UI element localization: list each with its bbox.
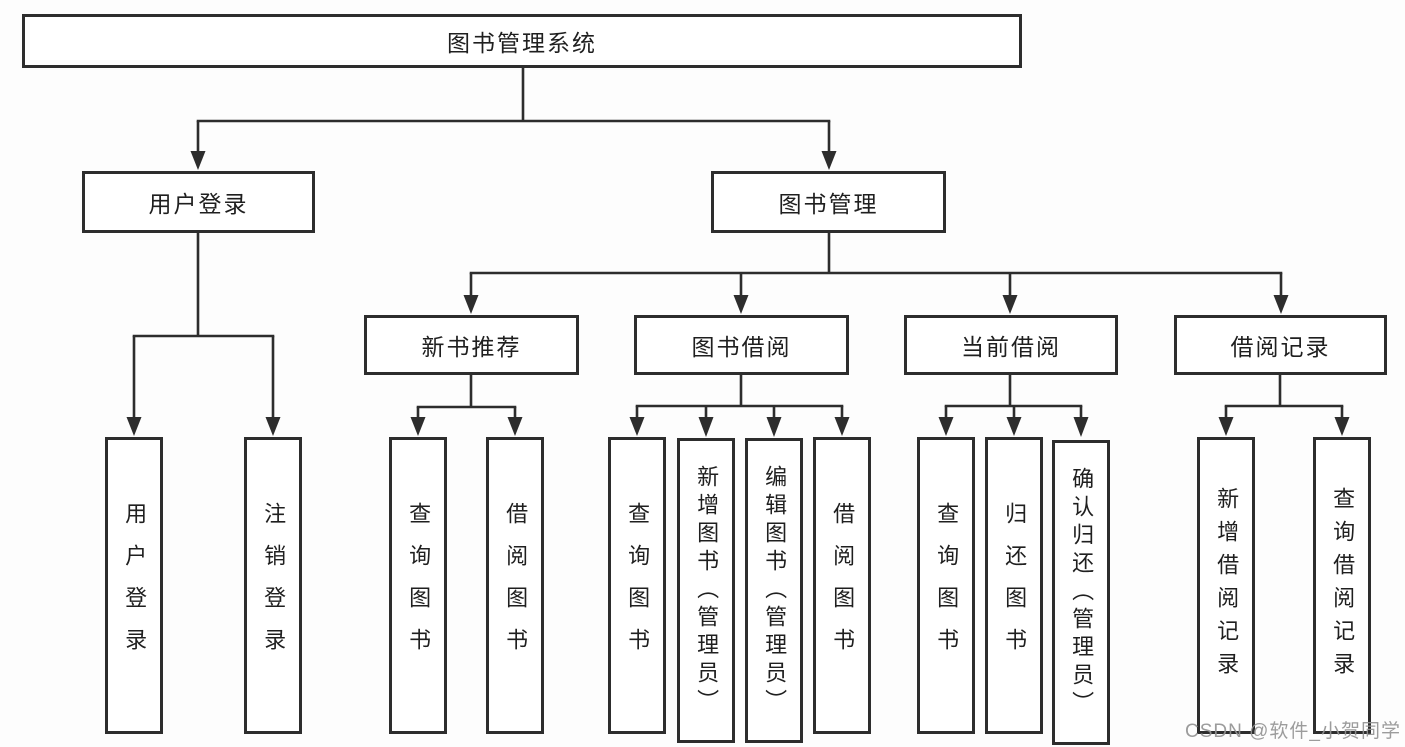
arrow-down-icon — [126, 417, 142, 436]
leaf-return-book: 归还图书 — [985, 437, 1043, 734]
leaf-add-borrow-record: 新增借阅记录 — [1197, 437, 1255, 734]
node-current-borrow: 当前借阅 — [904, 315, 1118, 375]
arrow-down-icon — [629, 417, 645, 436]
arrow-down-icon — [834, 417, 850, 436]
arrow-down-icon — [1273, 295, 1289, 314]
node-new-book: 新书推荐 — [364, 315, 579, 375]
arrow-down-icon — [1002, 295, 1018, 314]
node-book-mgmt: 图书管理 — [711, 171, 946, 233]
node-new-book-label: 新书推荐 — [421, 334, 522, 360]
leaf-query-book-1: 查询图书 — [389, 437, 447, 734]
arrow-down-icon — [938, 417, 954, 436]
arrow-down-icon — [463, 295, 479, 314]
arrow-down-icon — [766, 417, 782, 437]
leaf-label: 查询图书 — [934, 501, 960, 670]
node-borrow-record: 借阅记录 — [1174, 315, 1387, 375]
leaf-add-book-admin: 新增图书（管理员） — [677, 438, 735, 743]
arrow-down-icon — [190, 151, 206, 170]
leaf-label: 新增图书（管理员） — [694, 464, 720, 717]
leaf-label: 确认归还（管理员） — [1069, 466, 1095, 719]
arrow-down-icon — [698, 417, 714, 437]
node-borrow-record-label: 借阅记录 — [1230, 334, 1331, 360]
node-root: 图书管理系统 — [22, 14, 1022, 68]
node-book-borrow-label: 图书借阅 — [691, 334, 792, 360]
arrow-down-icon — [1006, 417, 1022, 436]
arrow-down-icon — [733, 295, 749, 314]
arrow-down-icon — [410, 417, 426, 436]
connector-borrow-to-leaves — [629, 375, 850, 437]
leaf-label: 查询图书 — [406, 501, 432, 670]
leaf-borrow-book-2: 借阅图书 — [813, 437, 871, 734]
connector-root-to-level2 — [190, 66, 837, 170]
leaf-label: 编辑图书（管理员） — [762, 464, 788, 717]
leaf-label: 归还图书 — [1002, 501, 1028, 670]
leaf-label: 查询借阅记录 — [1330, 486, 1356, 685]
connector-record-to-leaves — [1218, 375, 1350, 436]
leaf-query-book-2: 查询图书 — [608, 437, 666, 734]
leaf-user-login: 用户登录 — [105, 437, 163, 734]
leaf-label: 新增借阅记录 — [1214, 486, 1240, 685]
leaf-label: 注销登录 — [261, 501, 287, 670]
leaf-label: 查询图书 — [625, 501, 651, 670]
arrow-down-icon — [507, 417, 523, 436]
leaf-label: 借阅图书 — [830, 501, 856, 670]
node-book-mgmt-label: 图书管理 — [778, 191, 879, 217]
arrow-down-icon — [1073, 417, 1089, 437]
connector-mgmt-to-level3 — [463, 233, 1289, 314]
watermark: CSDN @软件_小贺同学 — [1185, 721, 1401, 742]
node-book-borrow: 图书借阅 — [634, 315, 849, 375]
leaf-confirm-return-admin: 确认归还（管理员） — [1052, 440, 1110, 745]
arrow-down-icon — [1218, 417, 1234, 436]
arrow-down-icon — [1334, 417, 1350, 436]
leaf-query-borrow-record: 查询借阅记录 — [1313, 437, 1371, 734]
node-root-label: 图书管理系统 — [447, 30, 597, 56]
leaf-query-book-3: 查询图书 — [917, 437, 975, 734]
leaf-edit-book-admin: 编辑图书（管理员） — [745, 438, 803, 743]
leaf-borrow-book-1: 借阅图书 — [486, 437, 544, 734]
arrow-down-icon — [821, 151, 837, 170]
node-user-login: 用户登录 — [82, 171, 315, 233]
node-current-borrow-label: 当前借阅 — [961, 334, 1061, 360]
leaf-label: 借阅图书 — [503, 501, 529, 670]
connector-login-to-leaves — [126, 233, 281, 436]
arrow-down-icon — [265, 417, 281, 436]
node-user-login-label: 用户登录 — [148, 191, 249, 217]
leaf-logout: 注销登录 — [244, 437, 302, 734]
leaf-label: 用户登录 — [122, 501, 148, 670]
connector-current-to-leaves — [938, 375, 1089, 437]
connector-newbook-to-leaves — [410, 375, 523, 436]
